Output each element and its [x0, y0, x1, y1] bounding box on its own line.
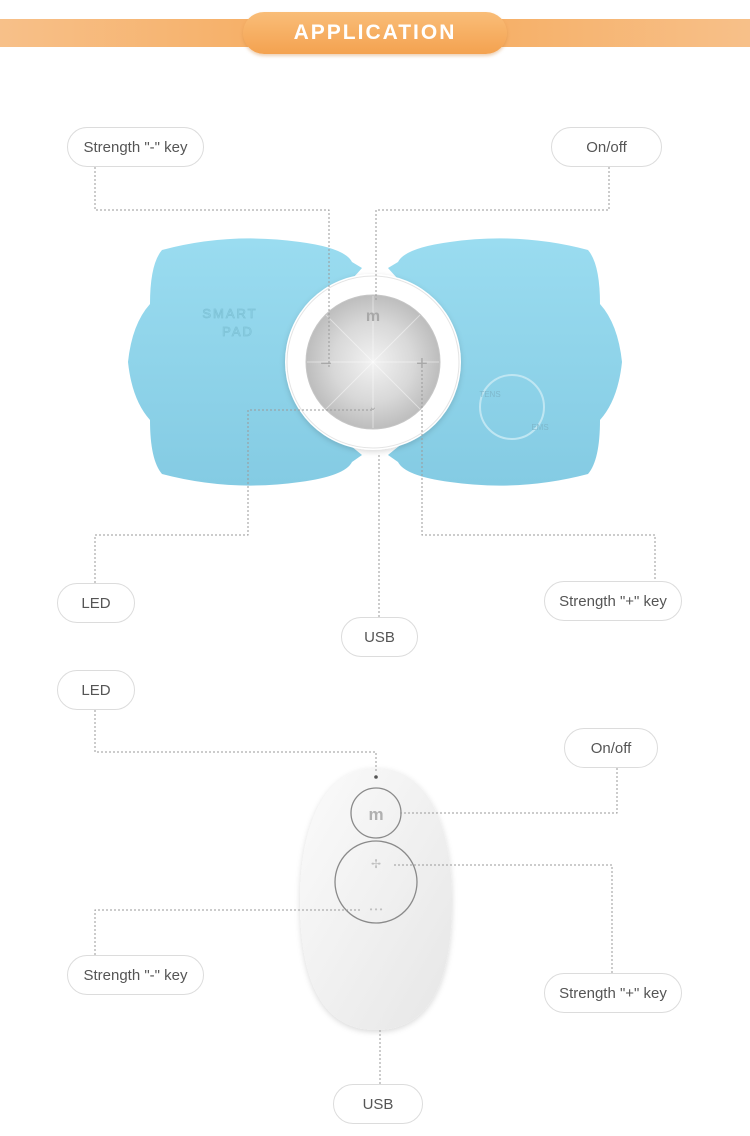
chevron-down-icon: ⌄	[369, 402, 377, 413]
label-led-bottom: LED	[57, 670, 135, 710]
page-title: APPLICATION	[293, 21, 457, 44]
pad-right-wing	[388, 238, 622, 486]
mode-indicator-ring	[479, 374, 545, 440]
remote-control: m ✢ • • •	[300, 768, 452, 1030]
callout-lines	[94, 167, 656, 1084]
label-usb-top: USB	[341, 617, 418, 657]
label-onoff-bottom: On/off	[564, 728, 658, 768]
label-strength-minus-bottom: Strength "-" key	[67, 955, 204, 995]
mode-m-icon-remote: m	[368, 805, 383, 824]
smart-pad: m − + ⌄ SMART PAD TENS EMS	[128, 238, 622, 486]
pad-left-wing	[128, 238, 362, 486]
pad-metal-button	[305, 294, 441, 430]
minus-dots-icon: • • •	[370, 905, 383, 914]
led-dot	[374, 775, 378, 779]
plus-dots-icon: ✢	[371, 857, 381, 871]
pad-brand-line1: SMART	[202, 306, 257, 321]
header-pill: APPLICATION	[243, 12, 507, 54]
label-strength-plus-bottom: Strength "+" key	[544, 973, 682, 1013]
pad-brand-line2: PAD	[222, 324, 254, 339]
label-onoff-top: On/off	[551, 127, 662, 167]
label-usb-bottom: USB	[333, 1084, 423, 1124]
minus-icon: −	[320, 353, 332, 375]
plus-icon: +	[416, 353, 428, 375]
mode-m-icon: m	[366, 308, 380, 325]
mode-ems-label: EMS	[531, 423, 548, 432]
remote-strength-button	[334, 840, 418, 924]
mode-tens-label: TENS	[479, 390, 500, 399]
label-strength-plus-top: Strength "+" key	[544, 581, 682, 621]
label-strength-minus-top: Strength "-" key	[67, 127, 204, 167]
label-led-top: LED	[57, 583, 135, 623]
